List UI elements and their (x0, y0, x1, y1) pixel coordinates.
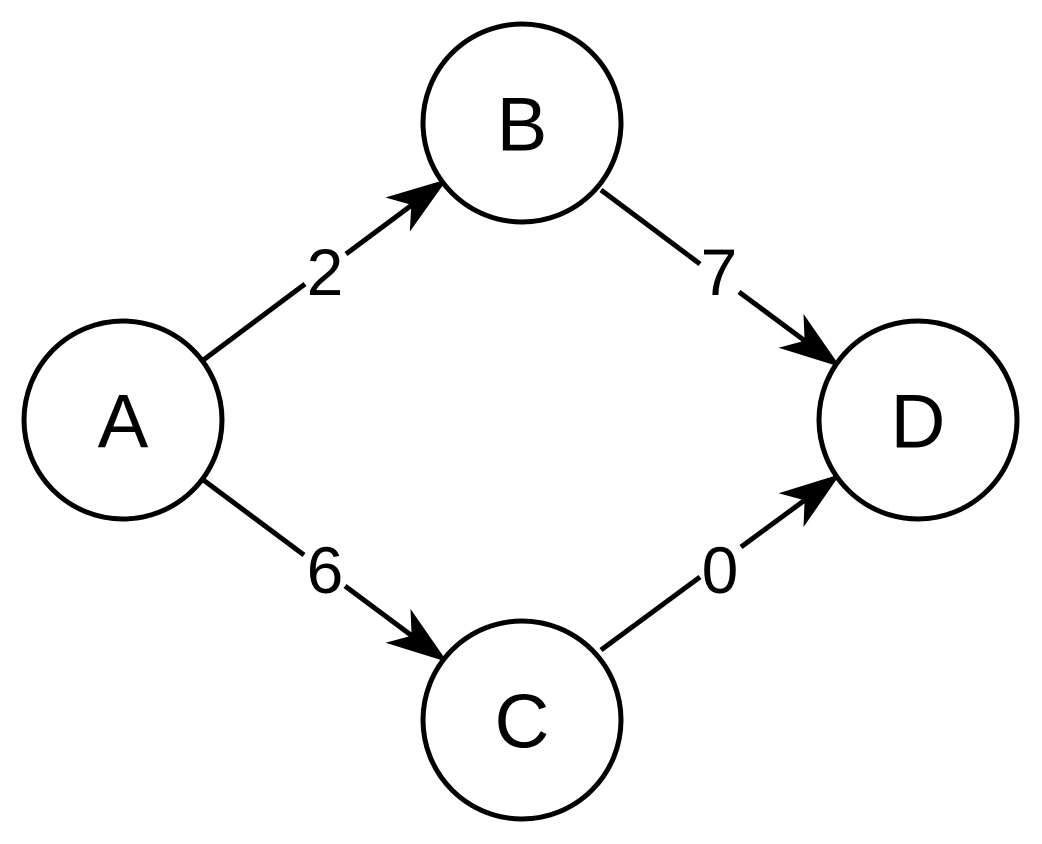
node-a[interactable]: A (21, 318, 225, 522)
edge-a-c[interactable]: 6 (200, 476, 448, 662)
node-c[interactable]: C (420, 618, 624, 822)
edge-b-d[interactable]: 7 (599, 187, 841, 367)
node-d[interactable]: D (816, 318, 1020, 522)
edge-a-c-segment-start (200, 476, 306, 558)
node-a-label: A (98, 380, 149, 465)
edge-a-b-arrowhead (385, 179, 448, 232)
edge-b-d-weight-label: 7 (701, 235, 738, 309)
edge-a-b-segment-start (200, 281, 307, 364)
edges-layer: 2 7 6 0 (200, 179, 841, 662)
node-c-circle[interactable] (420, 618, 624, 822)
node-c-label: C (495, 680, 550, 765)
edge-c-d[interactable]: 0 (599, 474, 841, 653)
edge-c-d-segment-start (599, 574, 702, 653)
nodes-layer: A B C D (21, 21, 1020, 822)
edge-a-b-weight-label: 2 (307, 235, 344, 309)
node-d-label: D (891, 380, 946, 465)
edge-a-c-arrowhead (385, 608, 448, 662)
node-b-label: B (497, 83, 548, 168)
edge-a-c-weight-label: 6 (307, 533, 344, 607)
node-b[interactable]: B (420, 21, 624, 225)
node-a-circle[interactable] (21, 318, 225, 522)
node-b-circle[interactable] (420, 21, 624, 225)
edge-c-d-weight-label: 0 (702, 533, 739, 607)
edge-b-d-segment-start (599, 187, 702, 267)
edge-b-d-arrowhead (778, 313, 841, 367)
node-d-circle[interactable] (816, 318, 1020, 522)
edge-a-b[interactable]: 2 (200, 179, 448, 364)
edge-c-d-arrowhead (778, 474, 841, 528)
